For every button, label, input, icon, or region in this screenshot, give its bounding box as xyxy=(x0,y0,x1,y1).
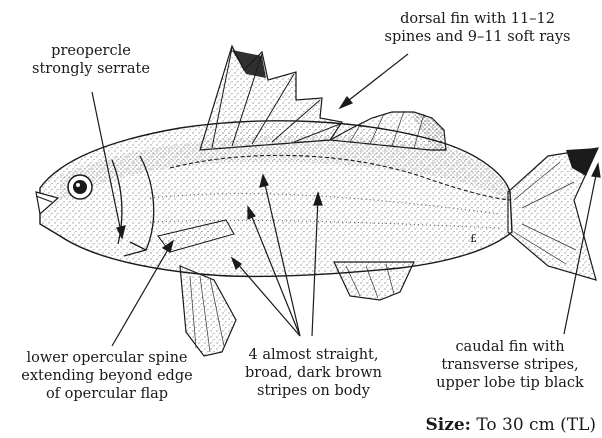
size-label: Size: xyxy=(425,415,470,435)
dorsal-fin-leader xyxy=(344,54,408,104)
preopercle-label: preopercle strongly serrate xyxy=(26,42,156,78)
pelvic-fin xyxy=(180,266,236,356)
opercular-spine-label: lower opercular spine extending beyond e… xyxy=(2,349,212,403)
caudal-fin-label: caudal fin with transverse stripes, uppe… xyxy=(420,338,600,392)
caudal-fin xyxy=(508,148,598,280)
dorsal-fin-label: dorsal fin with 11–12 spines and 9–11 so… xyxy=(365,10,590,46)
stripes-label: 4 almost straight, broad, dark brown str… xyxy=(226,346,401,400)
size-value: To 30 cm (TL) xyxy=(476,415,596,435)
size-caption: Size: To 30 cm (TL) xyxy=(425,415,596,435)
artist-signature: £ xyxy=(470,232,477,245)
